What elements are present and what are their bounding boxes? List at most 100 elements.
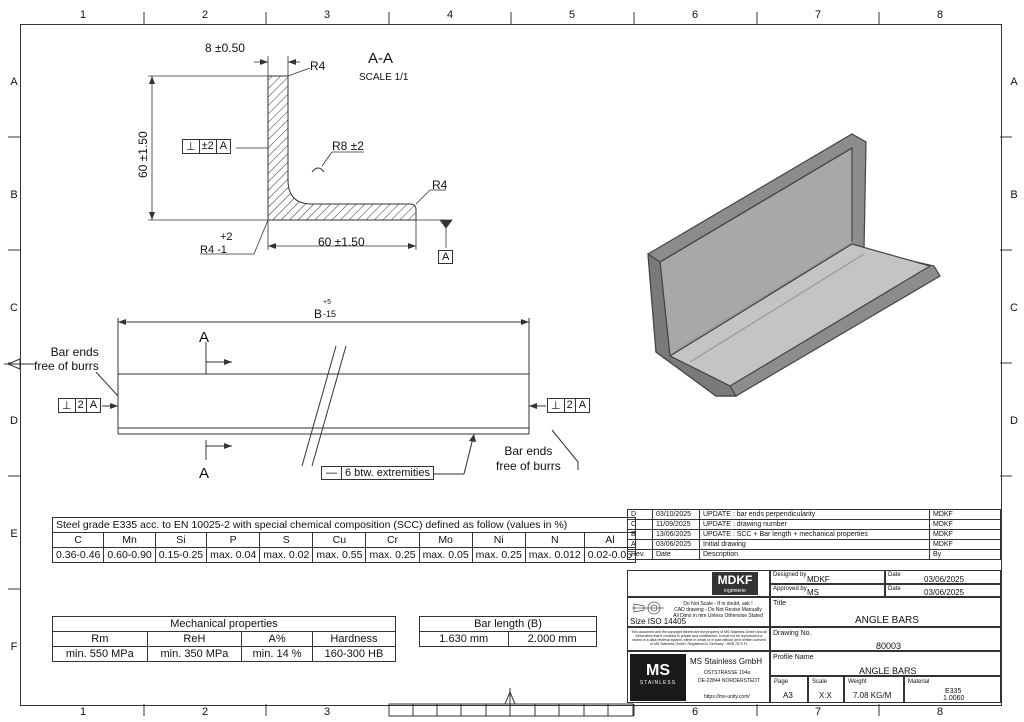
chem-value: 0.60-0.90 — [103, 547, 156, 563]
radius-right-label: R4 — [432, 178, 448, 192]
mech-value: min. 350 MPa — [146, 646, 243, 662]
ms-logo-text: MS — [646, 662, 670, 679]
bar-length-value: 2.000 mm — [507, 631, 597, 647]
zone-col-2: 2 — [201, 9, 209, 21]
mech-header: A% — [241, 631, 313, 647]
table-row: min. 550 MPa min. 350 MPa min. 14 % 160-… — [52, 646, 397, 662]
zone-row-f: F — [10, 641, 18, 653]
company-name: MS Stainless GmbH — [690, 657, 763, 666]
date-designed-value: 03/06/2025 — [924, 575, 965, 584]
table-row: 1.630 mm 2.000 mm — [419, 631, 597, 647]
designed-by-label: Designed by — [773, 572, 807, 578]
mech-value: 160-300 HB — [311, 646, 397, 662]
bar-ends-right-line2: free of burrs — [496, 459, 561, 473]
chem-header: C — [51, 532, 105, 548]
zone-row-e: E — [10, 528, 18, 540]
side-view-arrowheads — [110, 319, 537, 449]
drawing-title: ANGLE BARS — [855, 615, 919, 626]
zone-row-c: C — [10, 302, 18, 314]
table-row: D 03/10/2025 UPDATE : bar ends perpendic… — [627, 509, 1001, 520]
flatness-icon: — — [322, 467, 342, 479]
copyright-note: This document and the copyright therein … — [631, 630, 767, 646]
section-title: A-A — [368, 50, 394, 67]
section-mark-bottom: A — [199, 465, 210, 482]
flatness-note: 6 btw. extremities — [345, 467, 430, 479]
zone-col-7: 7 — [814, 9, 822, 21]
company-street: OSTSTRASSE 104a — [704, 670, 751, 676]
section-profile — [267, 75, 417, 221]
mechanical-title: Mechanical properties — [52, 616, 396, 632]
radius-top-label: R4 — [310, 59, 326, 73]
zone-col-7-bottom: 7 — [814, 706, 822, 718]
scale-note-line: All Dims in mm Unless Otherwise Stated — [673, 613, 763, 619]
mech-header: ReH — [146, 631, 243, 647]
date-designed-cell: Date 03/06/2025 — [885, 570, 1001, 584]
rev-letter: C — [627, 519, 653, 530]
zone-row-d: D — [10, 415, 18, 427]
ms-logo-sub: STAINLESS — [639, 680, 677, 686]
bar-ends-left-line2: free of burrs — [34, 359, 99, 373]
chem-value: max. 0.012 — [524, 547, 585, 563]
chem-header: Si — [154, 532, 208, 548]
chem-header: Mo — [418, 532, 473, 548]
title-label: Title — [773, 600, 786, 607]
approved-by-value: MS — [807, 588, 819, 597]
page-label: Page — [774, 679, 789, 685]
profile-label: Profile Name — [773, 654, 814, 661]
chem-header: Cu — [312, 532, 367, 548]
isometric-view — [647, 133, 941, 397]
company-website: https://ms-unity.com/ — [704, 694, 750, 700]
length-dimension: B — [314, 307, 323, 321]
zone-col-8-bottom: 8 — [936, 706, 944, 718]
logo-cell: MDKF ingénierie — [627, 570, 770, 597]
scale-note-line: Do Not Scale - If in doubt, ask ! — [683, 601, 753, 607]
mech-header: Hardness — [311, 631, 397, 647]
company-city: DE-22844 NORDERSTEDT — [698, 678, 760, 684]
date-label: Date — [888, 572, 901, 578]
dim-thickness: 8 ±0.50 — [205, 41, 245, 55]
approved-by-cell: Approved by MS — [770, 584, 885, 597]
chem-value: max. 0.02 — [259, 547, 314, 563]
date-label: Date — [888, 586, 901, 592]
rev-description: Initial drawing — [699, 539, 930, 550]
table-row: Rev. Date Description By — [627, 549, 1001, 560]
table-row: C 11/09/2025 UPDATE : drawing number MDK… — [627, 519, 1001, 530]
weight-value: 7.08 KG/M — [853, 691, 892, 700]
copyright-cell: This document and the copyright therein … — [627, 627, 770, 651]
inner-radius-label: R8 ±2 — [332, 139, 364, 153]
revision-table: D 03/10/2025 UPDATE : bar ends perpendic… — [627, 509, 1001, 560]
section-mark-top: A — [199, 329, 210, 346]
dim-width: 60 ±1.50 — [318, 235, 365, 249]
perp-right-datum: A — [578, 399, 587, 411]
chem-header: Cr — [365, 532, 420, 548]
table-row: 0.36-0.46 0.60-0.90 0.15-0.25 max. 0.04 … — [51, 547, 637, 563]
zone-row-a: A — [10, 76, 18, 88]
zone-row-d-right: D — [1010, 415, 1018, 427]
bar-ends-left-line1: Bar ends — [50, 345, 99, 359]
material-cell: Material E335 1.0060 — [904, 676, 1001, 703]
bar-ends-note-right: Bar ends free of burrs — [496, 444, 561, 474]
chem-header: N — [524, 532, 585, 548]
zone-col-1: 1 — [79, 9, 87, 21]
drawing-no-label: Drawing No. — [773, 630, 812, 637]
zone-col-2-bottom: 2 — [201, 706, 209, 718]
date-approved-value: 03/06/2025 — [924, 588, 965, 597]
rev-letter: D — [627, 509, 653, 520]
date-approved-cell: Date 03/06/2025 — [885, 584, 1001, 597]
perp-tolerance-value: ±2 — [200, 140, 217, 153]
bar-length-value: 1.630 mm — [419, 631, 509, 647]
rev-header: By — [929, 549, 1001, 560]
weight-cell: Weight 7.08 KG/M — [844, 676, 904, 703]
mech-value: min. 14 % — [241, 646, 313, 662]
zone-col-3-bottom: 3 — [323, 706, 331, 718]
rev-header: Rev. — [627, 549, 653, 560]
zone-col-3: 3 — [323, 9, 331, 21]
perp-frame-right: ⊥ 2 A — [547, 398, 591, 413]
section-scale: SCALE 1/1 — [359, 72, 409, 83]
page-cell: Page A3 — [770, 676, 808, 703]
designed-by-value: MDKF — [807, 575, 830, 584]
rev-by: MDKF — [929, 539, 1001, 550]
flatness-frame: — 6 btw. extremities — [321, 466, 434, 480]
section-arrowheads — [149, 59, 416, 249]
perp-tolerance-frame: ⊥ ±2 A — [182, 139, 232, 154]
